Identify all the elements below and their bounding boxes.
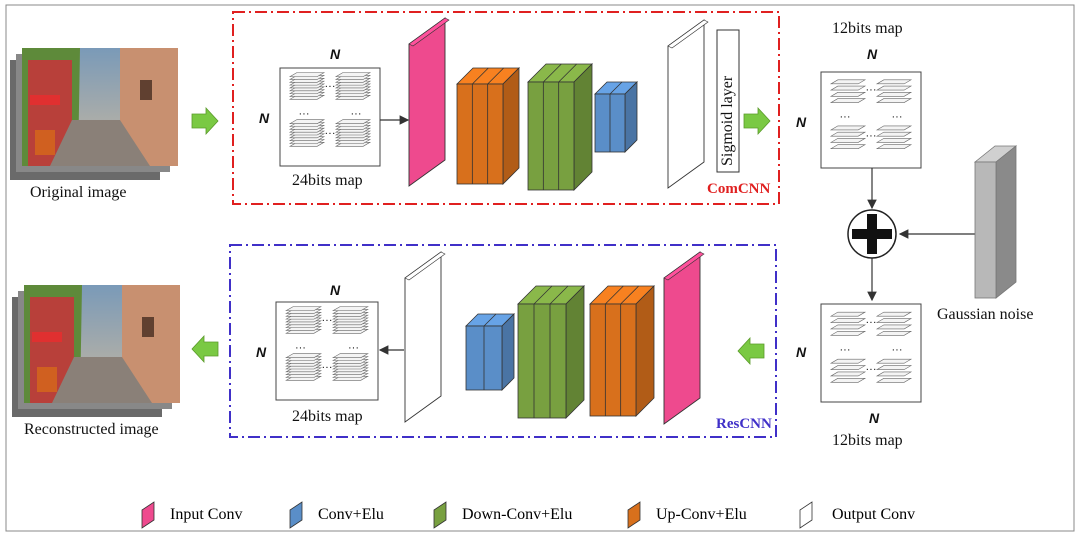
- green-arrow-input: [191, 106, 219, 136]
- map24-bottom-label: 24bits map: [292, 408, 363, 425]
- comcnn-box: [232, 11, 780, 205]
- rescnn-input-conv-block: [663, 251, 705, 425]
- bit-plane-stack: [331, 353, 369, 381]
- bit-plane-stack: [288, 72, 326, 100]
- rescnn-label: ResCNN: [716, 416, 772, 432]
- map12-bottom-label: 12bits map: [832, 432, 903, 449]
- ellipsis-top: ···: [322, 315, 333, 327]
- comcnn-output-conv-block: [667, 19, 709, 189]
- map24-top-label: 24bits map: [292, 172, 363, 189]
- gaussian-noise-label: Gaussian noise: [937, 306, 1034, 323]
- rescnn-down-conv-block: [517, 285, 585, 419]
- ellipsis-left: ···: [299, 108, 310, 120]
- n-label-map24-top-h: N: [330, 46, 341, 62]
- green-arrow-output: [191, 334, 219, 364]
- legend-label-input-conv: Input Conv: [170, 506, 243, 523]
- map-12bit-top: ··· ··· ··· ···: [820, 71, 922, 169]
- bit-plane-stack: [288, 119, 326, 147]
- ellipsis-top: ···: [866, 317, 877, 329]
- ellipsis-right: ···: [351, 108, 362, 120]
- bit-plane-stack: [875, 125, 913, 149]
- bit-plane-stack: [285, 353, 323, 381]
- green-arrow-from-12bit: [737, 336, 765, 366]
- bit-plane-stack: [875, 311, 913, 336]
- original-image-label: Original image: [30, 184, 127, 201]
- legend-swatch-2: [433, 501, 447, 529]
- n-label-map12-top-v: N: [796, 114, 807, 130]
- ellipsis-bottom: ···: [322, 362, 333, 374]
- legend-swatch-4: [799, 501, 813, 529]
- n-label-map12-bottom-v: N: [796, 344, 807, 360]
- legend-swatch-0: [141, 501, 155, 529]
- ellipsis-bottom: ···: [325, 128, 336, 140]
- map-24bit-bottom: ··· ··· ··· ···: [275, 301, 379, 401]
- map-12bit-bottom: ··· ··· ··· ···: [820, 303, 922, 403]
- bit-plane-stack: [875, 358, 913, 383]
- comcnn-up-conv-block: [456, 67, 520, 185]
- ellipsis-right: ···: [892, 111, 903, 123]
- outer-frame: [5, 4, 1075, 532]
- ellipsis-bottom: ···: [866, 130, 877, 142]
- bit-plane-stack: [829, 125, 867, 149]
- map12-top-label: 12bits map: [832, 20, 903, 37]
- ellipsis-top: ···: [325, 81, 336, 93]
- rescnn-conv-elu-block: [465, 313, 515, 391]
- bit-plane-stack: [875, 79, 913, 103]
- ellipsis-bottom: ···: [866, 364, 877, 376]
- gaussian-noise-block: [973, 145, 1018, 299]
- n-label-map24-bottom-h: N: [330, 282, 341, 298]
- bit-plane-stack: [829, 79, 867, 103]
- legend-label-up-conv-elu: Up-Conv+Elu: [656, 506, 747, 523]
- bit-plane-stack: [331, 306, 369, 334]
- n-label-map24-top-v: N: [259, 110, 270, 126]
- legend-swatch-1: [289, 501, 303, 529]
- green-arrow-to-12bit: [743, 106, 771, 136]
- comcnn-label: ComCNN: [707, 181, 771, 197]
- ellipsis-right: ···: [348, 342, 359, 354]
- adder-icon: [847, 209, 897, 259]
- bit-plane-stack: [334, 119, 372, 147]
- sigmoid-layer-label: Sigmoid layer: [719, 75, 736, 166]
- rescnn-box: [229, 244, 777, 438]
- n-label-map12-bottom-h: N: [869, 410, 880, 426]
- connectors: [378, 115, 975, 355]
- legend-label-output-conv: Output Conv: [832, 506, 916, 523]
- comcnn-conv-elu-block: [594, 81, 638, 153]
- rescnn-up-conv-block: [589, 285, 655, 417]
- ellipsis-top: ···: [866, 84, 877, 96]
- bit-plane-stack: [829, 358, 867, 383]
- bit-plane-stack: [285, 306, 323, 334]
- reconstructed-image-label: Reconstructed image: [24, 421, 159, 438]
- ellipsis-right: ···: [892, 344, 903, 356]
- original-image: [10, 48, 178, 180]
- legend-label-conv-elu: Conv+Elu: [318, 506, 384, 523]
- bit-plane-stack: [334, 72, 372, 100]
- reconstructed-image: [12, 285, 180, 417]
- ellipsis-left: ···: [295, 342, 306, 354]
- legend-label-down-conv-elu: Down-Conv+Elu: [462, 506, 573, 523]
- sigmoid-layer-box: [716, 29, 740, 173]
- bit-plane-stack: [829, 311, 867, 336]
- comcnn-input-conv-block: [408, 17, 450, 187]
- legend-swatch-3: [627, 501, 641, 529]
- ellipsis-left: ···: [840, 111, 851, 123]
- ellipsis-left: ···: [840, 344, 851, 356]
- n-label-map12-top-h: N: [867, 46, 878, 62]
- rescnn-output-conv-block: [404, 251, 446, 423]
- map-24bit-top: ··· ··· ··· ···: [279, 67, 381, 167]
- comcnn-down-conv-block: [527, 63, 593, 191]
- n-label-map24-bottom-v: N: [256, 344, 267, 360]
